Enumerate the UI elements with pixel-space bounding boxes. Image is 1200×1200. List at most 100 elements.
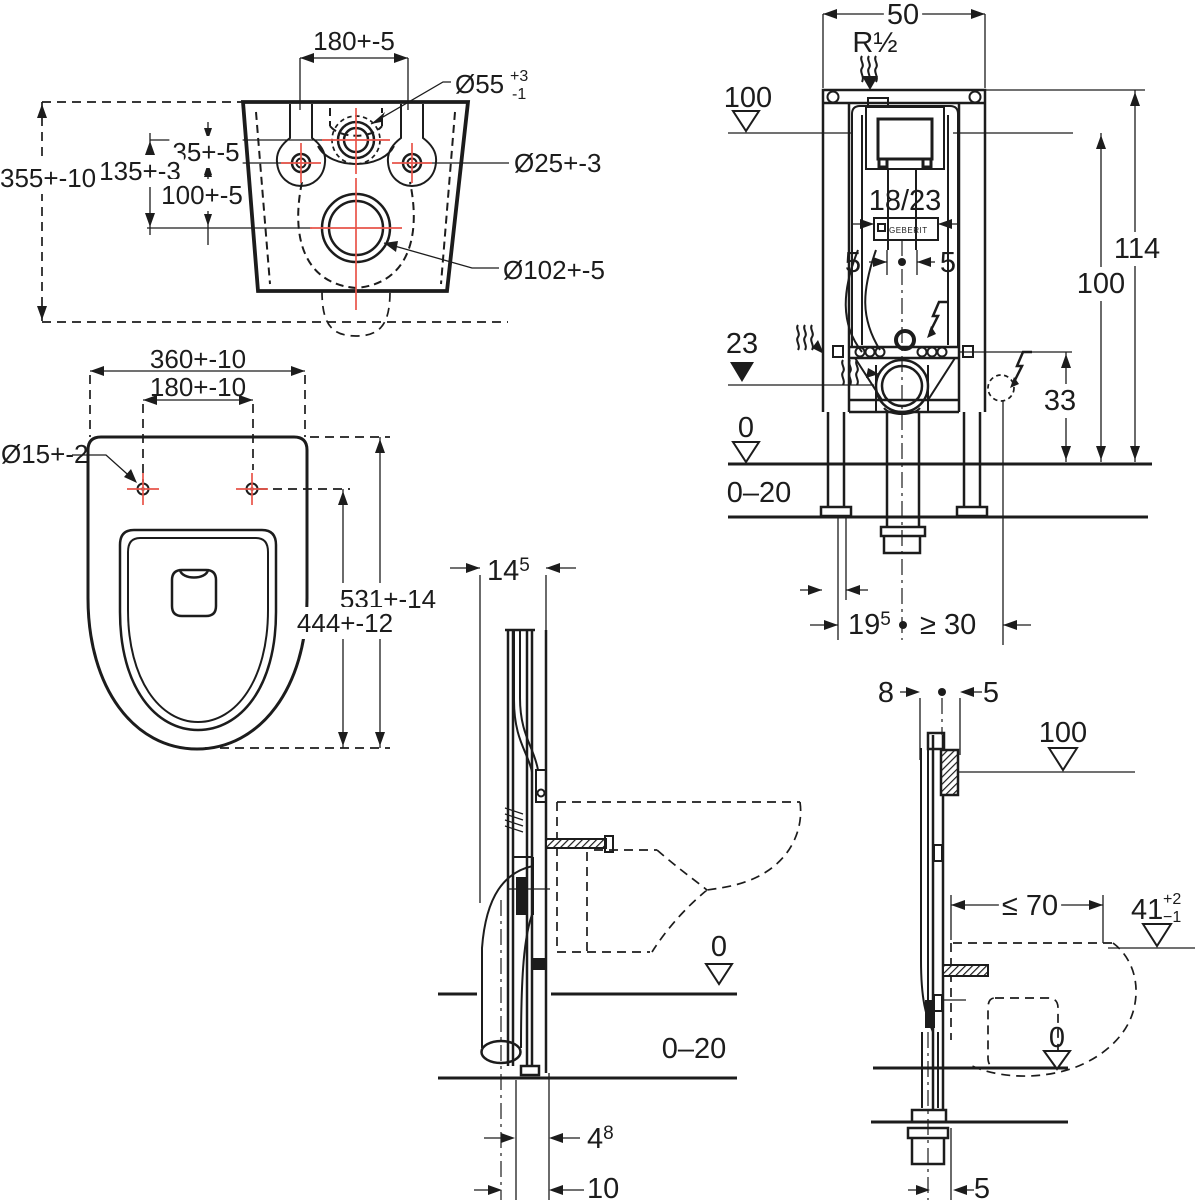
flush-stub-hatched [545,838,607,849]
flush-valve [894,329,916,351]
outlet-ring-inner [880,364,924,408]
red-centerlines [281,108,432,310]
dim-label-d15: Ø15+-2 [1,439,88,469]
dim-label-5-left: 5 [845,247,861,279]
dim-label-10: 10 [587,1173,619,1200]
dim-label-50: 50 [887,0,919,31]
dim-label-100: 100+-5 [161,180,243,210]
label-background [883,0,923,32]
level-label-0: 0 [711,931,727,963]
label-screed-range: 0–20 [662,1033,727,1065]
side-view-right: 8 5 100 ≤ 70 41 +2 −1 0 5 [871,677,1195,1200]
floor-lines [871,1066,1068,1124]
dashed-outline [41,101,508,337]
back-view: 180+-5 Ø55 +3 -1 35+-5 135+-3 100+-5 355… [0,26,605,482]
label-background [1110,232,1164,266]
dim-label-5-bottom: 5 [974,1173,990,1200]
dim-label-180: 180+-10 [150,372,246,402]
dim-label-5-top: 5 [983,677,999,709]
centerlines [927,698,943,1200]
dim-label-41: 41 [1131,894,1163,926]
dimension-lines [90,370,381,748]
inspection-window [876,117,934,169]
dim-label-444: 444+-12 [297,608,393,638]
flush-stub-hatched [942,964,989,977]
wc-dashed-outline [556,801,802,953]
dim-label-5-right: 5 [940,247,956,279]
front-view: GEBERIT 50 R½ 100 18/23 5 5 23 0 0–20 33… [724,0,1164,645]
nozzle [170,568,218,618]
level-label-23: 23 [726,328,758,360]
dim-label-d55: Ø55 [455,69,504,99]
level-triangle-0 [1042,1050,1072,1071]
fix-circle-2 [864,346,876,358]
dim-label-d55-tol-minus: -1 [512,86,526,103]
corrugation [504,807,524,833]
fix-circle-4 [916,346,928,358]
dim-label-145: 145 [487,555,530,587]
seal-block [925,1000,935,1028]
drain-pipe-opening [480,1039,522,1065]
dim-label-48: 48 [587,1123,614,1155]
supply-bend [481,630,547,1049]
label-background [1040,384,1080,418]
electric-box-dashed [987,374,1015,402]
level-label-100: 100 [1039,717,1087,749]
level-triangle-100 [1047,747,1079,772]
fix-circle-5 [926,346,938,358]
seat-ring-inner [127,537,269,724]
level-triangle-41 [1141,923,1173,948]
arrowheads [90,366,385,746]
frame-structure [505,628,548,1077]
outlet-ring-outer [874,358,930,414]
fix-circle-3 [874,346,886,358]
extension-lines [89,375,390,749]
dim-label-33: 33 [1044,385,1076,417]
dim-label-8: 8 [878,677,894,709]
dim-label-41-tol-plus: +2 [1163,891,1181,908]
lightning-bolts [928,300,1032,383]
red-centerlines [127,473,268,505]
level-label-100: 100 [724,82,772,114]
actuator-plate-hatched [939,748,960,797]
center-dot [938,688,946,696]
wc-dashed-outline [950,942,1137,1077]
seat-ring-outer [118,528,278,732]
dimension-lines [450,567,584,1200]
dim-label-360: 360+-10 [150,344,246,374]
water-squiggles [796,55,878,386]
logo-square [877,223,886,232]
side-view-center: 145 0 0–20 48 10 [438,555,802,1200]
level-label-0: 0 [738,412,754,444]
label-background [1073,267,1129,301]
level-triangle-100 [731,110,761,133]
dim-label-41-tol-minus: −1 [1163,909,1181,926]
clamp-block [533,958,546,970]
wall-plate-and-bend [920,748,943,1108]
top-view: 360+-10 180+-10 Ø15+-2 531+-14 444+-12 [1,344,440,751]
label-screed-range: 0–20 [727,477,792,509]
arrowheads [906,687,1103,1195]
outlet-socket [883,407,921,415]
label-background [998,889,1062,923]
dim-label-70: ≤ 70 [1002,890,1058,922]
body-outline [86,435,309,751]
label-background [158,179,246,211]
center-dot-top [898,258,906,266]
logo-plate [873,217,939,241]
flush-stub-end [604,835,614,853]
level-triangle-0 [704,963,734,986]
corner-screw-left [826,90,840,104]
dim-label-195: 195 [848,609,891,641]
dim-label-355: 355+-10 [0,163,96,193]
dim-label-d25: Ø25+-3 [514,148,601,178]
level-triangle-0 [731,441,761,464]
label-r12: R½ [852,27,897,59]
level-label-0: 0 [1049,1022,1065,1054]
fix-squares [832,345,974,358]
fix-circle-6 [936,346,948,358]
floor-lines [728,462,1152,519]
brand-label: GEBERIT [889,226,928,235]
dimension-lines [728,13,1145,645]
